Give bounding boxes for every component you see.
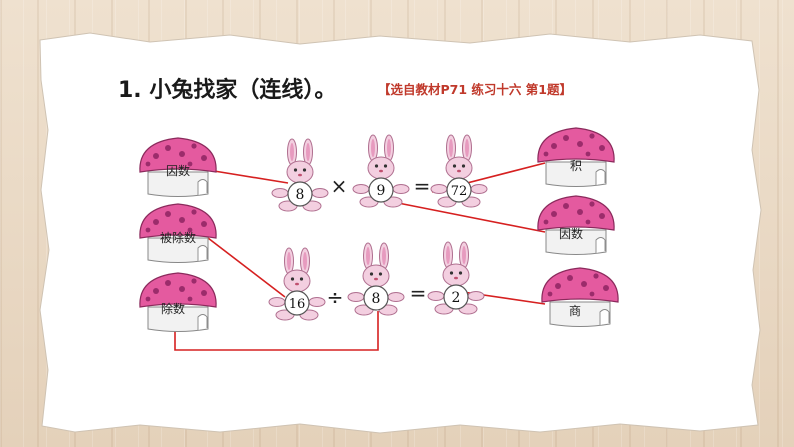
house-factor-left[interactable]: 因数 [139,137,217,198]
equals-sign-bottom: = [409,281,427,305]
rabbit-m3[interactable]: 72 [430,134,488,208]
rabbit-d1[interactable]: 16 [268,247,326,321]
house-label: 商 [569,303,581,318]
line-dividend-to-16 [207,237,286,298]
rabbit-number: 8 [372,291,381,307]
rabbit-d3[interactable]: 2 [427,241,485,315]
rabbit-m1[interactable]: 8 [271,138,329,212]
house-product[interactable]: 积 [537,127,615,188]
house-label: 积 [570,159,582,173]
equals-sign-top: = [413,174,431,198]
house-label: 因数 [559,226,583,241]
line-factor-to-8 [207,169,289,184]
house-label: 除数 [161,301,185,316]
times-sign: × [330,174,348,198]
rabbit-number: 2 [452,290,461,306]
house-divisor[interactable]: 除数 [139,272,217,333]
divide-sign: ÷ [326,285,344,309]
house-label: 被除数 [160,230,196,245]
rabbit-number: 9 [377,183,386,199]
source-reference: 【选自教材P71 练习十六 第1题】 [378,82,572,97]
house-quotient[interactable]: 商 [541,267,619,328]
rabbit-m2[interactable]: 9 [352,134,410,208]
rabbit-number: 8 [296,187,305,203]
rabbit-number: 72 [451,184,468,199]
house-dividend[interactable]: 被除数 [139,203,217,264]
line-divisor-to-8 [174,311,379,351]
line-9-to-factor [392,201,546,233]
house-factor-right[interactable]: 因数 [537,195,615,256]
question-title: 1. 小兔找家（连线）。 [118,78,337,103]
connect-lines [174,162,546,351]
rabbit-number: 16 [289,297,306,312]
house-label: 因数 [166,163,190,178]
rabbit-d2[interactable]: 8 [347,242,405,316]
